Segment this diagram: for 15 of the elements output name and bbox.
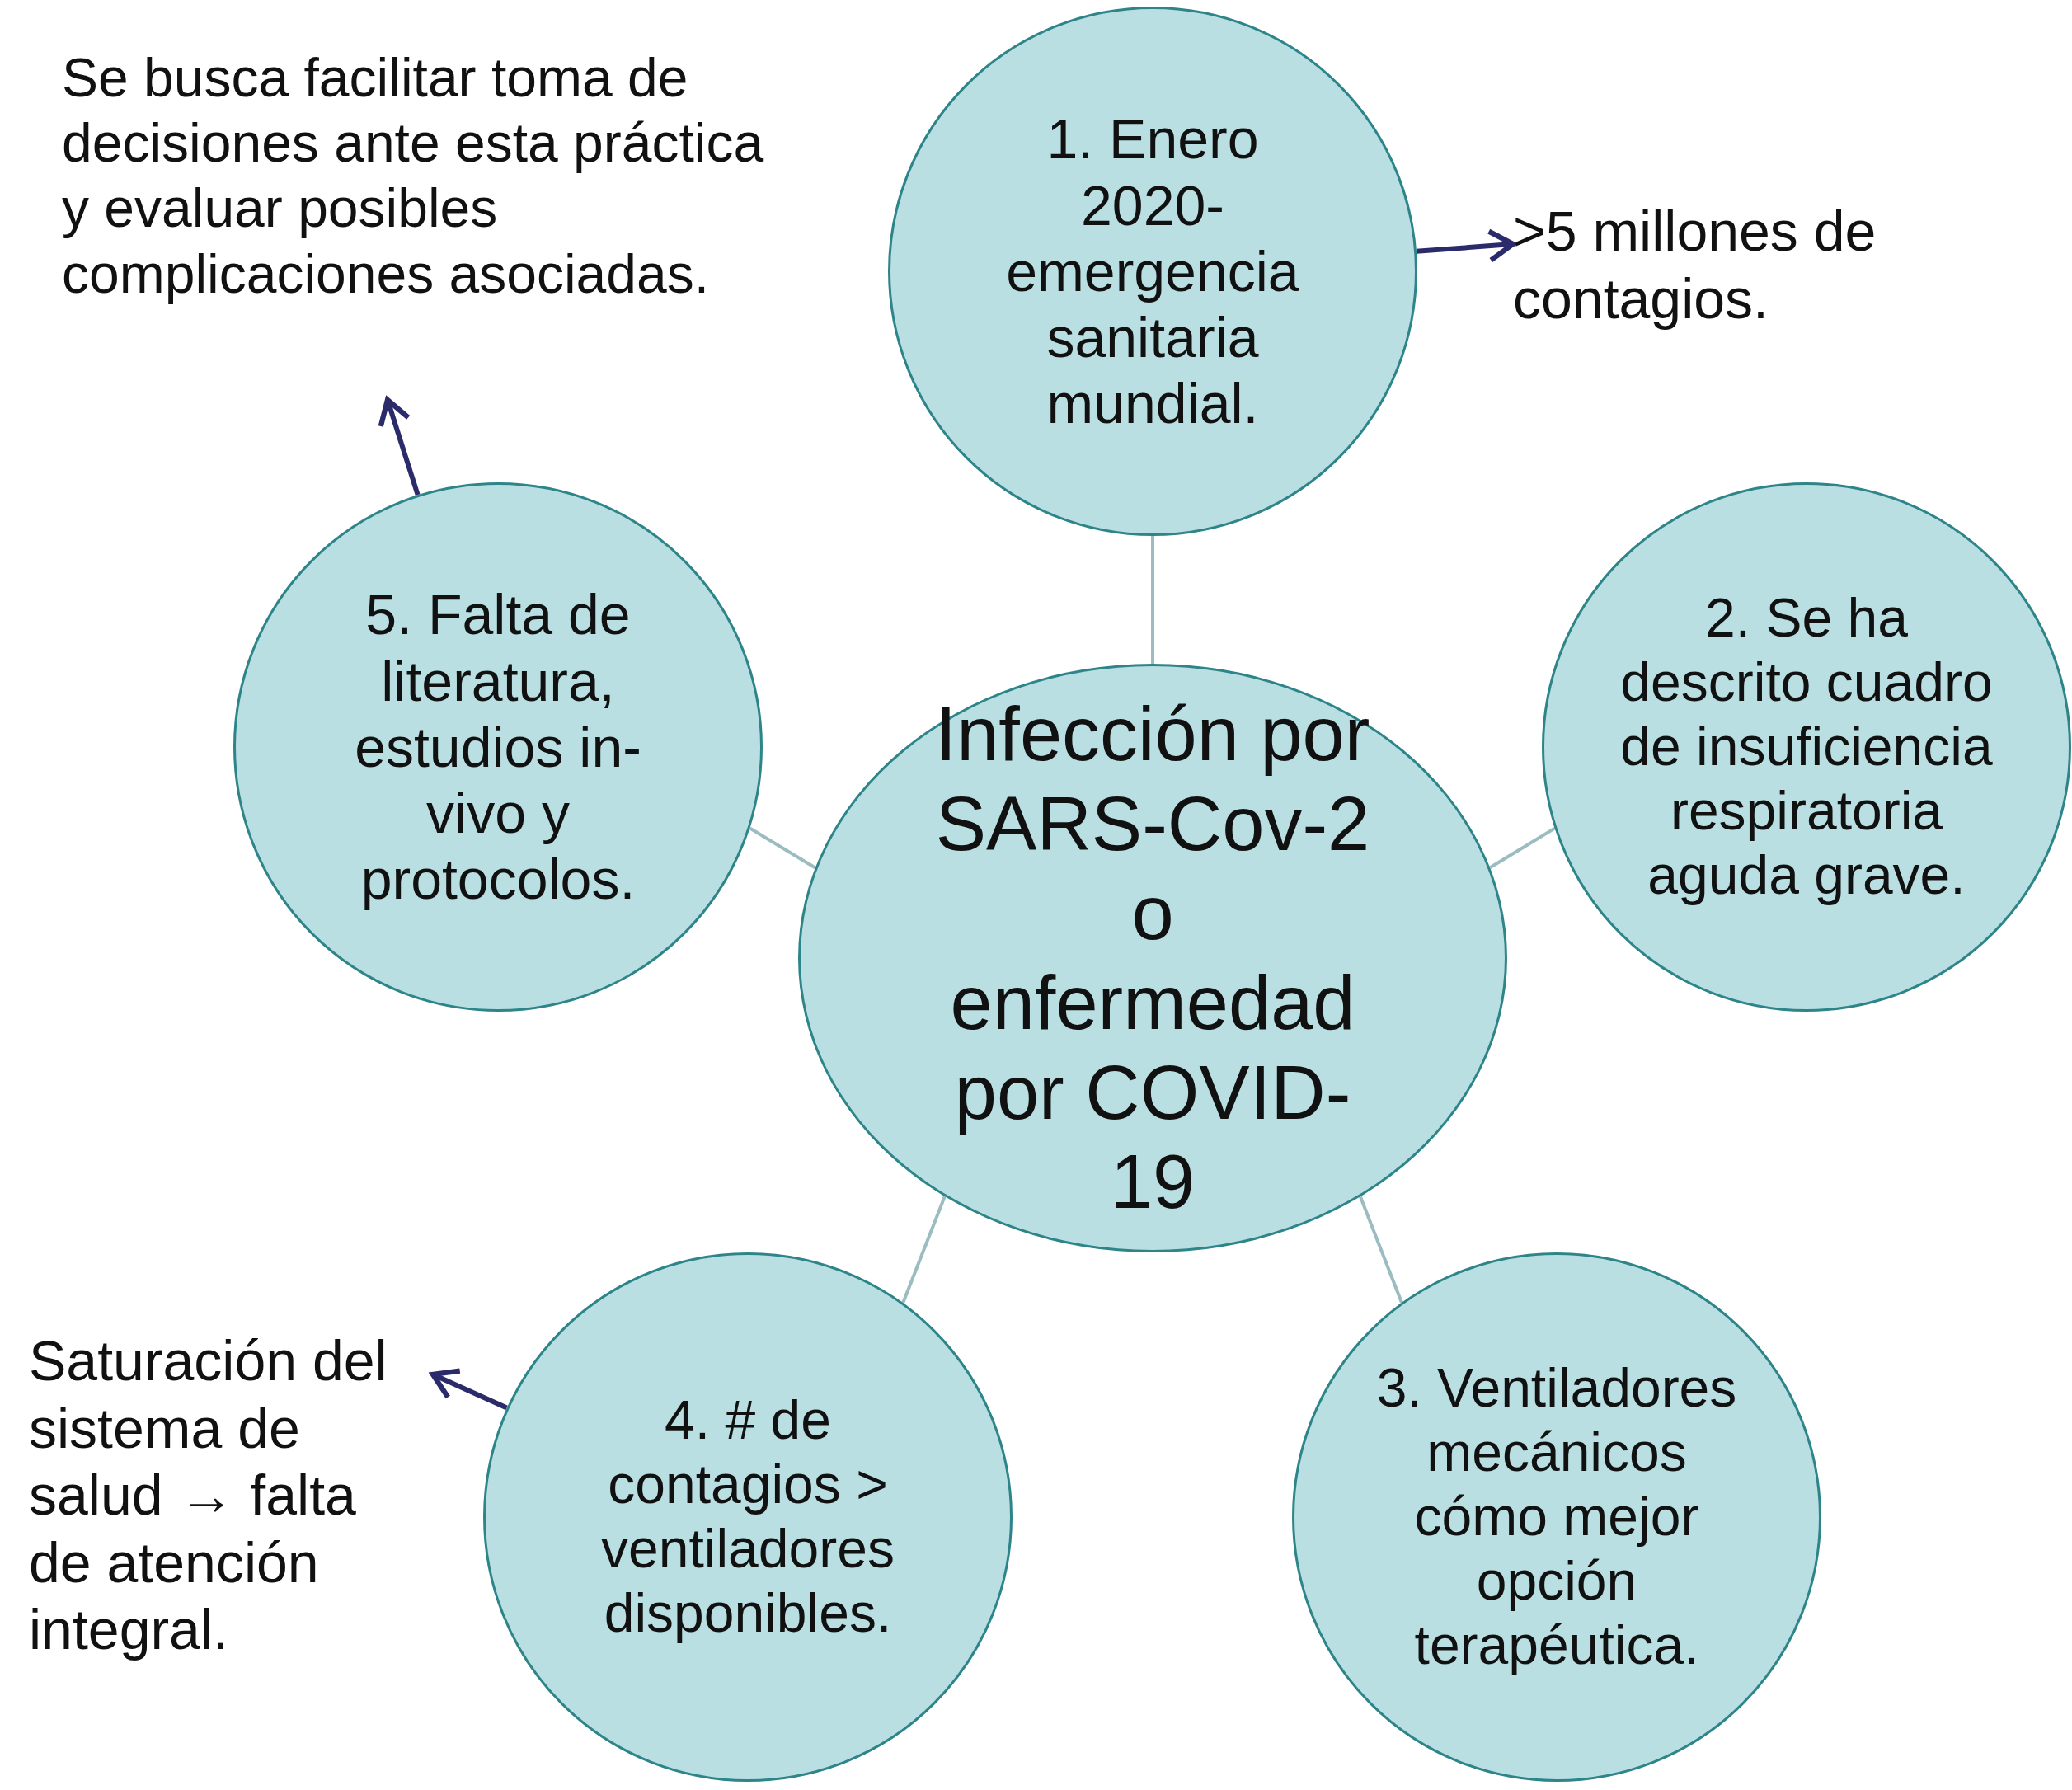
node-label: 3. Ventiladores mecánicos cómo mejor opción terapéutica.: [1375, 1356, 1738, 1677]
note-text: Se busca facilitar toma de decisiones ante esta práctica y evaluar posibles complicaciones asociadas.: [62, 46, 765, 306]
arrow: [378, 397, 421, 496]
connector-line: [1359, 1196, 1403, 1304]
node-label: 4. # de contagios > ventiladores disponibles.: [600, 1388, 895, 1645]
node-label: 5. Falta de literatura, estudios in-vivo y protocolos.: [354, 582, 642, 913]
connector-line: [901, 1196, 947, 1304]
node-label: 1. Enero 2020- emergencia sanitaria mundial.: [1005, 106, 1300, 437]
connector-line: [1151, 536, 1154, 664]
node-label: 2. Se ha descrito cuadro de insuficiencia respiratoria aguda grave.: [1619, 586, 1994, 907]
arrow: [1416, 228, 1516, 263]
arrow: [430, 1368, 508, 1411]
note-text: >5 millones de contagios.: [1513, 199, 1877, 331]
note-text: Saturación del sistema de salud → falta de atención integral.: [29, 1328, 388, 1663]
node-label: Infección por SARS-Cov-2 o enfermedad por COVID-19: [934, 691, 1371, 1226]
